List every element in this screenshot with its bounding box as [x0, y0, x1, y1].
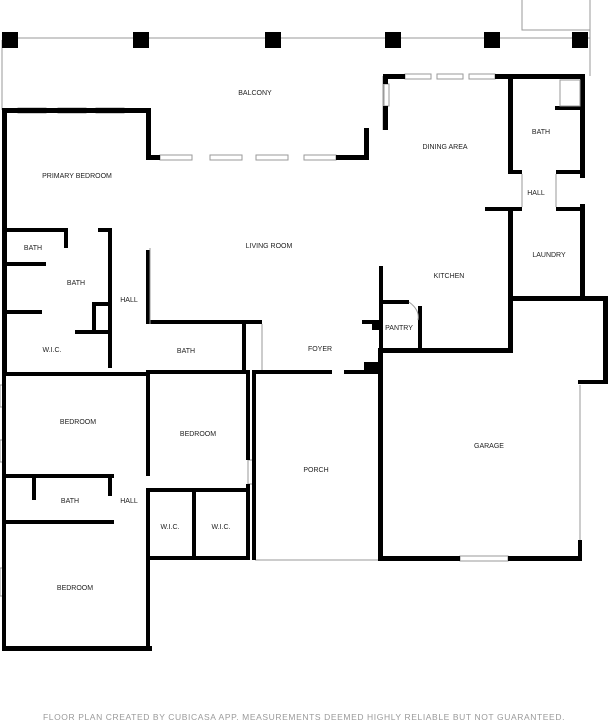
disclaimer-footer: FLOOR PLAN CREATED BY CUBICASA APP. MEAS… [42, 712, 566, 722]
room-label-primary-bedroom: PRIMARY BEDROOM [42, 173, 112, 180]
room-label-hall-southwest: HALL [120, 498, 138, 505]
room-label-dining-area: DINING AREA [422, 144, 467, 151]
room-label-kitchen: KITCHEN [434, 273, 465, 280]
room-label-pantry: PANTRY [385, 325, 413, 332]
room-label-wic-primary: W.I.C. [42, 347, 61, 354]
room-label-hall-west: HALL [120, 297, 138, 304]
room-label-bedroom-center: BEDROOM [180, 431, 216, 438]
room-label-garage: GARAGE [474, 443, 504, 450]
room-label-balcony: BALCONY [238, 90, 272, 97]
walls [2, 32, 608, 651]
room-label-foyer: FOYER [308, 346, 332, 353]
room-label-bath-northeast: BATH [532, 129, 550, 136]
room-label-wic-south-1: W.I.C. [160, 524, 179, 531]
room-label-bath-primary-small: BATH [24, 245, 42, 252]
room-label-bedroom-south: BEDROOM [57, 585, 93, 592]
room-label-laundry: LAUNDRY [532, 252, 566, 259]
room-label-bath-center: BATH [177, 348, 195, 355]
room-label-porch: PORCH [303, 467, 328, 474]
room-label-hall-northeast: HALL [527, 190, 545, 197]
room-label-bedroom-west: BEDROOM [60, 419, 96, 426]
room-labels: BALCONY PRIMARY BEDROOM BATH BATH W.I.C.… [24, 90, 566, 592]
room-label-bath-southwest: BATH [61, 498, 79, 505]
room-label-living-room: LIVING ROOM [246, 243, 293, 250]
room-label-bath-primary: BATH [67, 280, 85, 287]
room-label-wic-south-2: W.I.C. [211, 524, 230, 531]
interior-details [149, 79, 581, 370]
